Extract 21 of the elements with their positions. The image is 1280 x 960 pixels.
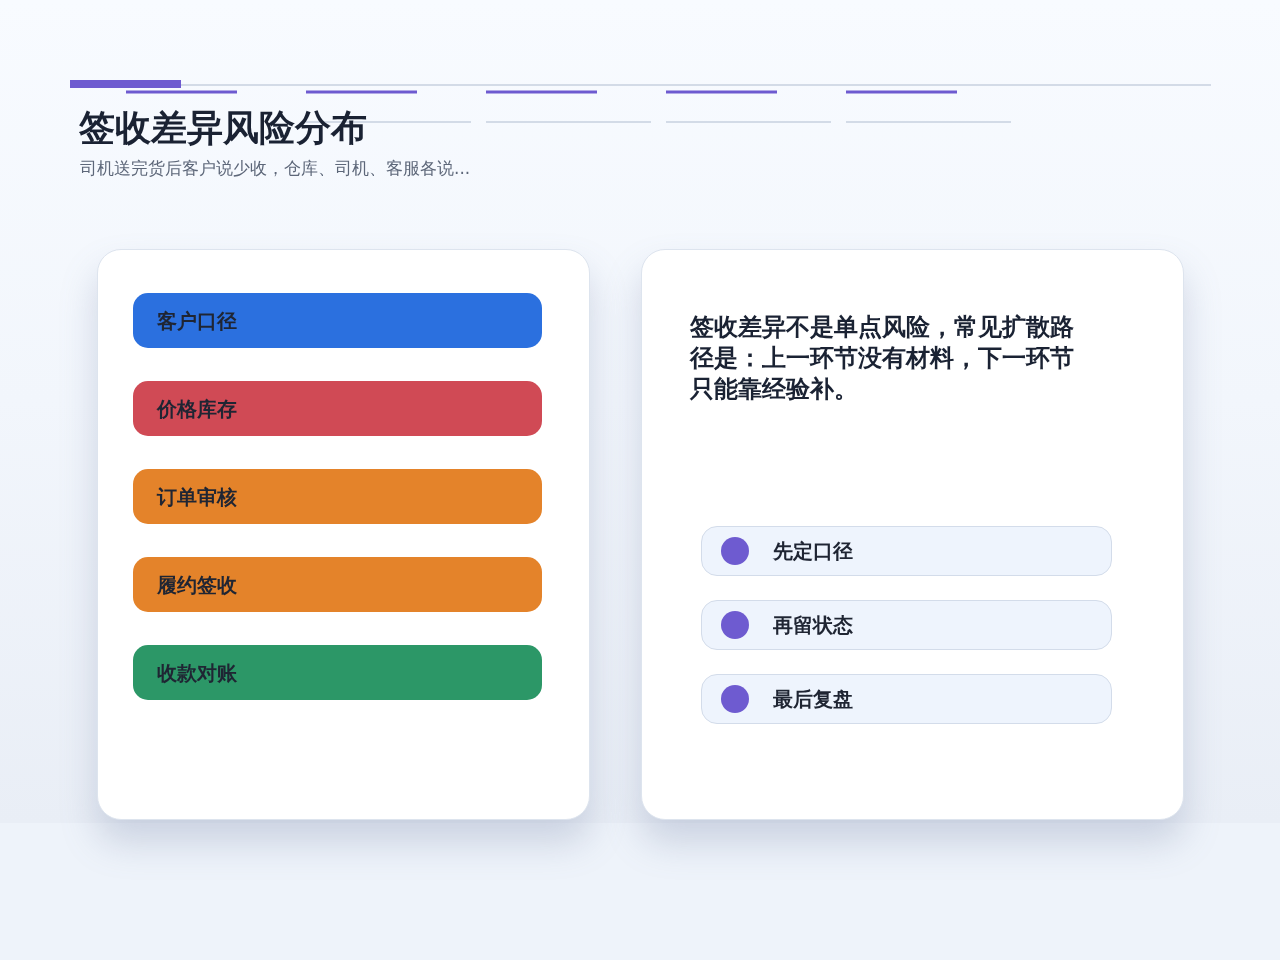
slide-title: 签收差异风险分布: [79, 106, 367, 150]
step-pill: [701, 526, 1112, 576]
card-text: 签收差异不是单点风险，常见扩散路径是：上一环节没有材料，下一环节只能靠经验补。: [690, 312, 1075, 405]
slide-subtitle: 司机送完货后客户说少收，仓库、司机、客服各说...: [80, 157, 471, 180]
step-label: 先定口径: [773, 538, 853, 564]
stage-bar: [133, 645, 542, 700]
stage-bar: [133, 469, 542, 524]
stage-label: 收款对账: [157, 659, 237, 686]
stage-bar: [133, 381, 542, 436]
step-label: 最后复盘: [773, 686, 853, 712]
card-panel: [641, 249, 1184, 820]
step-pill: [701, 600, 1112, 650]
card-panel: [97, 249, 590, 820]
stage-bar: [133, 293, 542, 348]
stage-label: 订单审核: [157, 483, 237, 510]
step-label: 再留状态: [773, 612, 853, 638]
stage-bar: [133, 557, 542, 612]
stage-label: 客户口径: [157, 307, 237, 334]
stage-label: 履约签收: [157, 571, 237, 598]
stage-label: 价格库存: [157, 395, 237, 422]
step-pill: [701, 674, 1112, 724]
